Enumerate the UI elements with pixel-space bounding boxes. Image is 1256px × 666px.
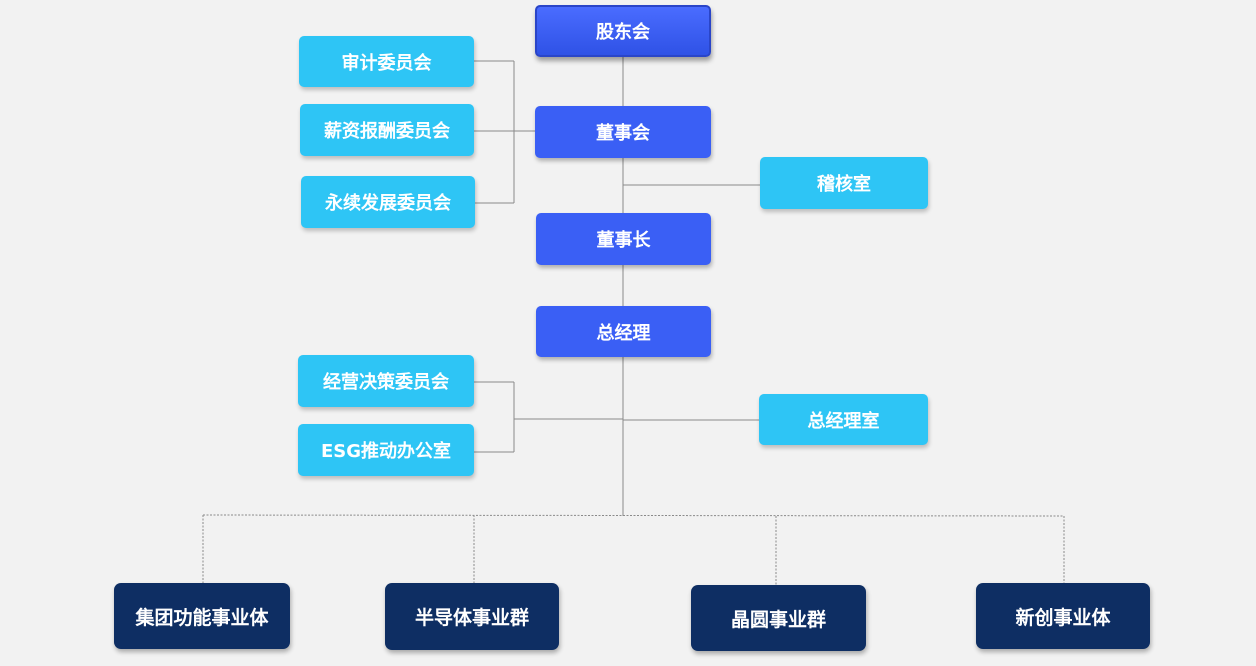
node-board: 董事会	[535, 106, 711, 158]
node-shareholders: 股东会	[535, 5, 711, 57]
node-wafer-group: 晶圆事业群	[691, 585, 866, 651]
node-business-decision-committee: 经营决策委员会	[298, 355, 474, 407]
node-new-venture: 新创事业体	[976, 583, 1150, 649]
node-chairman: 董事长	[536, 213, 711, 265]
node-audit-office: 稽核室	[760, 157, 928, 209]
node-sustainability-committee: 永续发展委员会	[301, 176, 475, 228]
node-gm-office: 总经理室	[759, 394, 928, 445]
node-esg-office: ESG推动办公室	[298, 424, 474, 476]
node-compensation-committee: 薪资报酬委员会	[300, 104, 474, 156]
node-semiconductor-group: 半导体事业群	[385, 583, 559, 650]
node-audit-committee: 审计委员会	[299, 36, 474, 87]
node-group-functions: 集团功能事业体	[114, 583, 290, 649]
node-general-manager: 总经理	[536, 306, 711, 357]
